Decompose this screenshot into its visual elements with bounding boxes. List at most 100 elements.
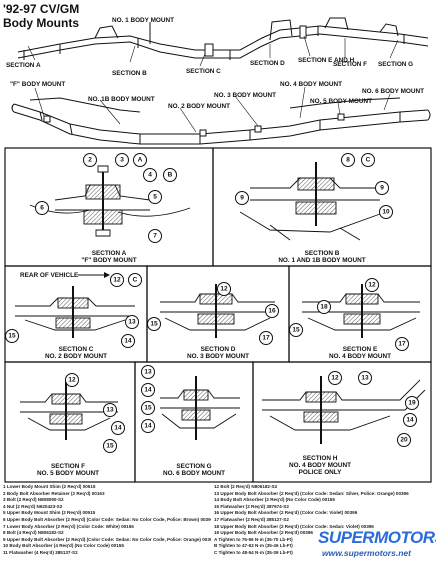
callout-g-14-top [141, 383, 155, 397]
callout-f-13-text: 13 [106, 407, 114, 414]
panel-f-title: SECTION F [51, 463, 85, 470]
label-f-body-mount: "F" BODY MOUNT [10, 81, 65, 88]
legend-item: 8 Bolt (4 Req'd) N806182-S2 [3, 530, 64, 536]
legend-item: 19 Upper Body Bolt Absorber (2 Req'd) 00… [214, 530, 313, 536]
callout-h-12-text: 12 [331, 375, 339, 382]
panel-h-subtitle-2: POLICE ONLY [299, 469, 342, 476]
label-no3-body-mount: NO. 3 BODY MOUNT [214, 92, 276, 99]
callout-c-12 [110, 273, 124, 287]
callout-a-7-text: 7 [153, 233, 157, 240]
label-no4-body-mount: NO. 4 BODY MOUNT [280, 81, 342, 88]
callout-a-3 [115, 153, 129, 167]
panel-b-title: SECTION B [305, 250, 340, 257]
callout-h-14 [403, 413, 417, 427]
callout-d-17-text: 17 [262, 335, 270, 342]
panel-c-title: SECTION C [59, 346, 94, 353]
legend-item: A Tighten to 75-96 N·m (35-70 Lb-Ft) [214, 536, 293, 542]
callout-h-20-text: 20 [400, 437, 408, 444]
legend-item: 9 Upper Body Bolt Absorber (2 Req'd) (Co… [3, 536, 211, 542]
callout-e-17-text: 17 [398, 341, 406, 348]
legend-item: 7 Lower Body Absorber (2 Req'd) (Color C… [3, 523, 134, 529]
label-no6-body-mount: NO. 6 BODY MOUNT [362, 88, 424, 95]
legend-item: 3 Bolt (2 Req'd) N808090-S2 [3, 497, 64, 503]
callout-b-9-right [375, 181, 389, 195]
callout-b-10-text: 10 [382, 209, 390, 216]
callout-d-16 [265, 304, 279, 318]
page-subtitle: Body Mounts [3, 16, 79, 30]
callout-g-14-top-text: 14 [144, 387, 152, 394]
panel-b-drawing [239, 162, 381, 241]
legend-item: 17 Flatwasher (2 Req'd) 385127-S2 [214, 516, 289, 522]
legend-item: 14 Body Bolt Absorber (2 Req'd) (No Colo… [214, 497, 335, 503]
callout-c-15-text: 15 [8, 333, 16, 340]
callout-h-20 [397, 433, 411, 447]
callout-a-6-text: 6 [40, 205, 44, 212]
legend-item: 1 Lower Body Mount Shim (2 Req'd) 00515 [3, 484, 96, 489]
callout-d-12-text: 12 [220, 286, 228, 293]
watermark-url: www.supermotors.net [322, 548, 411, 558]
callout-g-13-text: 13 [144, 369, 152, 376]
frame-side-view-top [17, 17, 429, 60]
callout-d-15-text: 15 [150, 321, 158, 328]
callout-g-14-bottom-text: 14 [144, 423, 152, 430]
callout-a-2 [83, 153, 97, 167]
panel-d-subtitle: NO. 3 BODY MOUNT [187, 353, 249, 360]
legend-item: 11 Flatwasher (4 Req'd) 385137-S2 [3, 549, 78, 555]
callout-c-C [128, 273, 142, 287]
callout-c-14 [121, 334, 135, 348]
legend-right-column: 12 Bolt (2 Req'd) N806182-S2 13 Upper Bo… [214, 484, 434, 557]
panel-b-subtitle: NO. 1 AND 1B BODY MOUNT [278, 257, 365, 264]
callout-b-10 [379, 205, 393, 219]
label-section-f: SECTION F [333, 61, 367, 68]
panel-f-drawing [20, 380, 118, 440]
callout-f-14 [111, 421, 125, 435]
panel-c-callouts: 12 C 13 15 14 [5, 273, 142, 348]
callout-f-13 [103, 403, 117, 417]
callout-a-3-text: 3 [120, 157, 124, 164]
frame-top-leaders [27, 24, 399, 67]
panel-e-callouts: 12 18 15 17 [289, 278, 409, 351]
callout-c-14-text: 14 [124, 338, 132, 345]
rear-arrow-head [104, 272, 110, 278]
label-section-c: SECTION C [186, 68, 221, 75]
callout-f-12 [65, 373, 79, 387]
panel-grid [4, 147, 432, 483]
panel-e-title: SECTION E [343, 346, 378, 353]
callout-e-12-text: 12 [368, 282, 376, 289]
label-section-d: SECTION D [250, 60, 285, 67]
label-no1b-body-mount: NO. 1B BODY MOUNT [88, 96, 155, 103]
label-no1-body-mount: NO. 1 BODY MOUNT [112, 17, 174, 24]
panel-h-subtitle: NO. 4 BODY MOUNT [289, 462, 351, 469]
panel-a-callouts: 2 3 A 4 B 5 6 7 [35, 153, 177, 243]
watermark-brand: SUPERMOTORS [318, 528, 436, 547]
panel-h-border [252, 361, 432, 483]
panel-e-subtitle: NO. 4 BODY MOUNT [329, 353, 391, 360]
callout-g-13 [141, 365, 155, 379]
callout-e-15-text: 15 [292, 327, 300, 334]
callout-b-8 [341, 153, 355, 167]
callout-b-9-left-text: 9 [240, 195, 244, 202]
callout-b-9-right-text: 9 [380, 185, 384, 192]
callout-e-12 [365, 278, 379, 292]
label-no2-body-mount: NO. 2 BODY MOUNT [168, 103, 230, 110]
panel-f-subtitle: NO. 5 BODY MOUNT [37, 470, 99, 477]
panel-h-title: SECTION H [303, 455, 338, 462]
label-section-e-h: SECTION E AND H [298, 57, 355, 64]
legend-item: 13 Upper Body Bolt Absorber (2 Req'd) (C… [214, 490, 409, 496]
callout-a-6 [35, 201, 49, 215]
panel-b-callouts: 8 C 9 9 10 [235, 153, 393, 219]
legend-item: 16 Upper Body Bolt Absorber (2 Req'd) (C… [214, 510, 358, 516]
callout-a-B-text: B [168, 172, 173, 179]
label-section-b: SECTION B [112, 70, 147, 77]
callout-d-16-text: 16 [268, 308, 276, 315]
legend-item: B Tighten to 47-63 N·m (35-46 Lb-Ft) [214, 543, 293, 549]
panel-a-title: SECTION A [92, 250, 127, 257]
legend-item: C Tighten to 48-54 N·m (35-39 Lb-Ft) [214, 549, 293, 555]
callout-g-15 [141, 401, 155, 415]
callout-b-C-text: C [366, 157, 371, 164]
callout-b-C [361, 153, 375, 167]
callout-h-14-text: 14 [406, 417, 414, 424]
callout-g-15-text: 15 [144, 405, 152, 412]
legend-item: 5 Upper Body Mount Shim (2 Req'd) 00515 [3, 510, 96, 516]
